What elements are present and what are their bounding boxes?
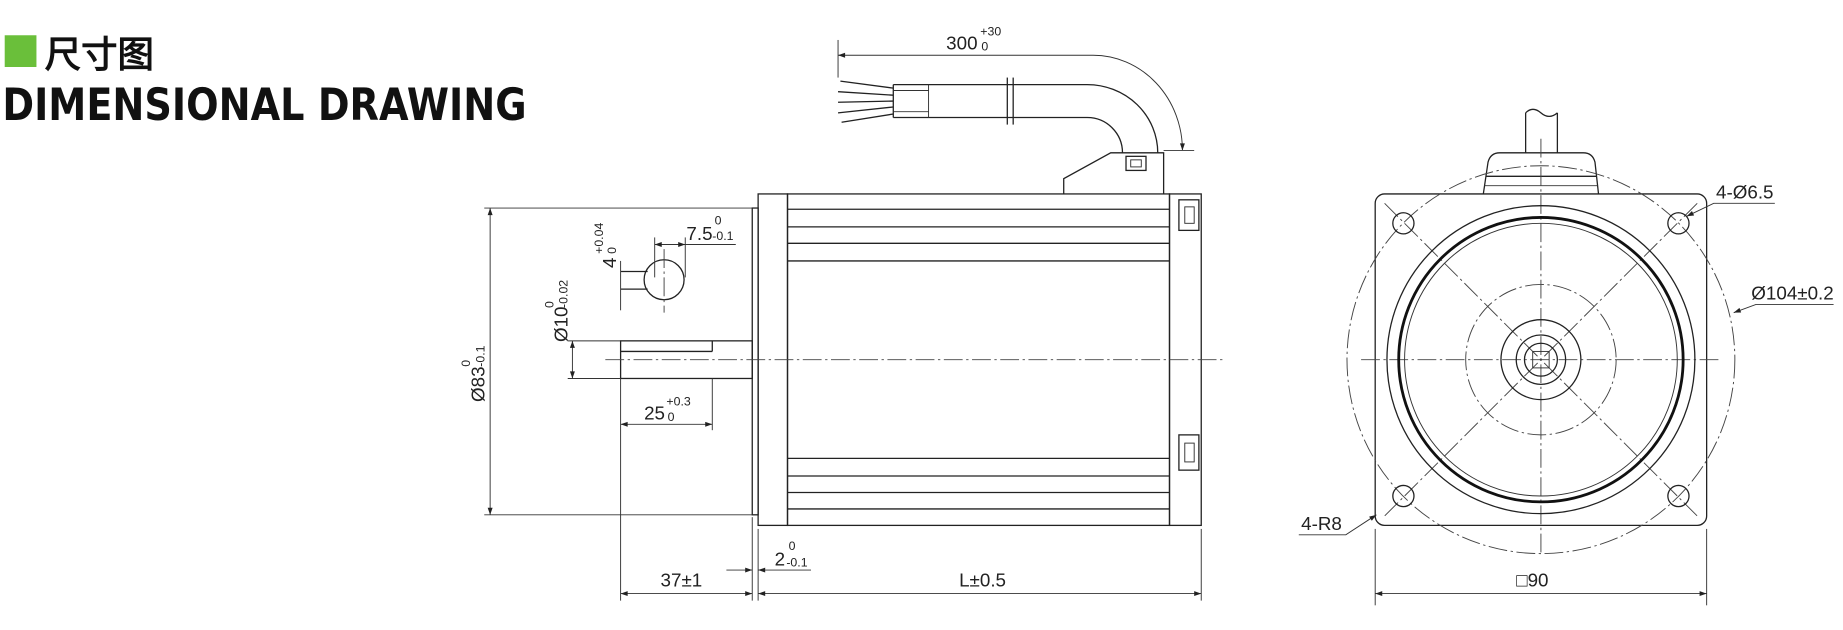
side-view: 300 +30 0 4 0 +0.04 7.5 0 -0 <box>459 24 1223 601</box>
shaft-circle <box>1523 342 1559 377</box>
front-view: 4-Ø6.5 Ø104±0.2 4-R8 □90 <box>1298 108 1834 606</box>
housing-ring <box>1397 216 1685 504</box>
pilot-height-upper-tol: 0 <box>789 539 796 553</box>
connector-outline <box>1482 152 1600 195</box>
housing-outer-circle <box>1386 205 1696 515</box>
bolt-circle-leader <box>1733 303 1834 314</box>
shaft-diameter-lower-tol: -0.02 <box>557 280 571 308</box>
flat-length-dimension: 25 +0.3 0 <box>620 378 713 431</box>
key-width-lower-tol: 0 <box>605 247 619 254</box>
flat-length-upper-tol: +0.3 <box>666 395 690 409</box>
rear-boss-top <box>1178 199 1200 232</box>
cable-length-upper-tol: +30 <box>980 24 1001 38</box>
pilot-height-value: 2 <box>775 548 785 569</box>
dimension-arc <box>838 52 1185 151</box>
rear-boss-bottom <box>1178 434 1200 471</box>
mounting-hole <box>1392 212 1415 235</box>
flat-depth-upper-tol: 0 <box>715 213 722 227</box>
key-width-value: 4 <box>599 258 620 268</box>
flat-depth-lower-tol: -0.1 <box>712 229 733 243</box>
junction-box-outline <box>1063 152 1165 194</box>
corner-radius-label: 4-R8 <box>1301 513 1342 534</box>
pilot-diameter-upper-tol: 0 <box>459 360 473 367</box>
pilot-circle <box>1500 319 1582 401</box>
lead-wire <box>841 113 894 123</box>
shaft-flat <box>1532 350 1550 369</box>
rear-boss-bottom-inner <box>1184 442 1195 463</box>
diagonal-centerline <box>1384 203 1698 517</box>
mounting-holes-label: 4-Ø6.5 <box>1716 182 1773 203</box>
lead-wire <box>840 80 894 89</box>
header: 尺寸图 DIMENSIONAL DRAWING <box>2 33 526 131</box>
rear-boss-top-inner <box>1184 206 1195 224</box>
pitch-circle <box>1465 283 1617 436</box>
corner-radius-leader <box>1298 514 1377 536</box>
pilot-diameter-value: Ø83 <box>467 366 488 402</box>
pilot-height-lower-tol: -0.1 <box>786 556 807 570</box>
lead-wire <box>838 91 894 96</box>
mounting-hole <box>1667 212 1690 235</box>
shaft-diameter-dimension: Ø10 -0.02 0 <box>543 280 621 379</box>
lead-wire <box>838 100 894 103</box>
flat-depth-value: 7.5 <box>686 223 712 244</box>
title-cn: 尺寸图 <box>45 33 154 76</box>
shaft-cross-section: 4 0 +0.04 7.5 0 -0.1 <box>592 213 736 313</box>
flange-square-label: □90 <box>1516 570 1548 591</box>
output-shaft <box>605 340 1223 380</box>
pilot-boss <box>751 207 759 516</box>
key-width-upper-tol: +0.04 <box>592 223 606 254</box>
cable-length-value: 300 <box>946 32 977 53</box>
mounting-hole <box>1392 484 1415 508</box>
cable-length-dimension: 300 +30 0 <box>837 24 1195 151</box>
shaft-diameter-value: Ø10 <box>551 307 572 343</box>
bolt-circle <box>1346 165 1736 555</box>
lead-cable <box>837 77 1159 153</box>
shaft-length-value: 37±1 <box>661 570 703 591</box>
pilot-diameter-lower-tol: -0.1 <box>473 345 487 366</box>
cable-gland <box>1125 155 1147 172</box>
mounting-holes-leader <box>1686 202 1775 217</box>
pilot-diameter-dimension: Ø83 -0.1 0 <box>459 207 753 516</box>
cable-gland-inner <box>1130 159 1142 168</box>
housing-inner-circle <box>1404 222 1678 497</box>
accent-square <box>4 35 37 67</box>
cable-length-lower-tol: 0 <box>981 40 988 54</box>
flat-length-value: 25 <box>644 403 665 424</box>
junction-box <box>1063 152 1165 194</box>
bolt-circle-label: Ø104±0.2 <box>1751 283 1833 304</box>
bearing-circle <box>1515 334 1567 385</box>
flat-length-lower-tol: 0 <box>668 410 675 424</box>
shaft-diameter-upper-tol: 0 <box>543 301 557 308</box>
mounting-hole <box>1667 484 1690 508</box>
cable-break-mark <box>1525 108 1558 118</box>
cable-outer-edge <box>893 83 1159 153</box>
lead-wire <box>837 106 894 114</box>
length-dimensions: 37±1 L±0.5 2 0 -0.1 <box>620 378 1202 601</box>
body-length-value: L±0.5 <box>959 570 1006 591</box>
title-en: DIMENSIONAL DRAWING <box>2 79 526 131</box>
